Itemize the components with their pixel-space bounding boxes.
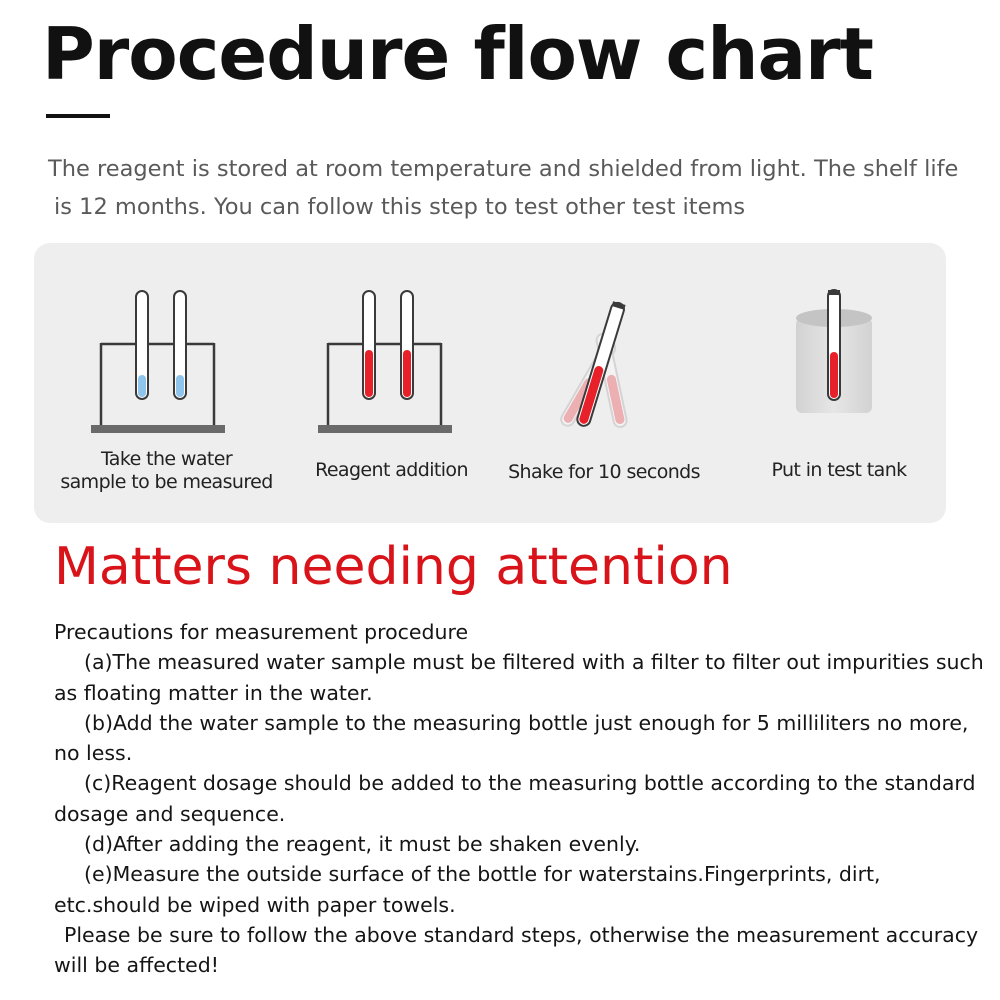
precaution-item: (c)Reagent dosage should be added to the…	[54, 771, 976, 826]
step-label-put-in-tank: Put in test tank	[771, 459, 907, 481]
step-put-in-tank: Put in test tank	[734, 243, 944, 523]
test-tubes-in-rack-red-icon	[318, 290, 452, 433]
precaution-item: (e)Measure the outside surface of the bo…	[54, 862, 881, 917]
intro-line-2: is 12 months. You can follow this step t…	[54, 194, 746, 220]
precaution-item: (b)Add the water sample to the measuring…	[54, 710, 969, 766]
step-reagent-addition: Reagent addition	[289, 243, 494, 523]
step-label-take-sample: Take the water sample to be measured	[60, 448, 273, 493]
step-shake: Shake for 10 seconds	[494, 243, 714, 523]
precautions-heading: Precautions for measurement procedure	[54, 620, 469, 644]
precaution-item: (d)After adding the reagent, it must be …	[84, 832, 641, 857]
step-take-sample: Take the water sample to be measured	[34, 243, 304, 523]
intro-text: The reagent is stored at room temperatur…	[48, 150, 993, 226]
title-underline	[46, 114, 110, 118]
procedure-panel: Take the water sample to be measured Rea…	[34, 243, 946, 523]
attention-heading: Matters needing attention	[54, 537, 733, 597]
step-label-reagent-addition: Reagent addition	[315, 459, 468, 481]
intro-line-1: The reagent is stored at room temperatur…	[48, 156, 959, 182]
shaking-tube-icon	[560, 301, 628, 428]
step-label-shake: Shake for 10 seconds	[508, 461, 700, 483]
tube-in-beaker-icon	[796, 289, 872, 413]
precautions-block: Precautions for measurement procedure (a…	[54, 617, 984, 981]
page-title: Procedure flow chart	[42, 12, 874, 96]
precaution-item: (a)The measured water sample must be fil…	[54, 650, 984, 705]
test-tubes-in-rack-blue-icon	[91, 290, 225, 433]
precautions-closing: Please be sure to follow the above stand…	[54, 922, 979, 978]
